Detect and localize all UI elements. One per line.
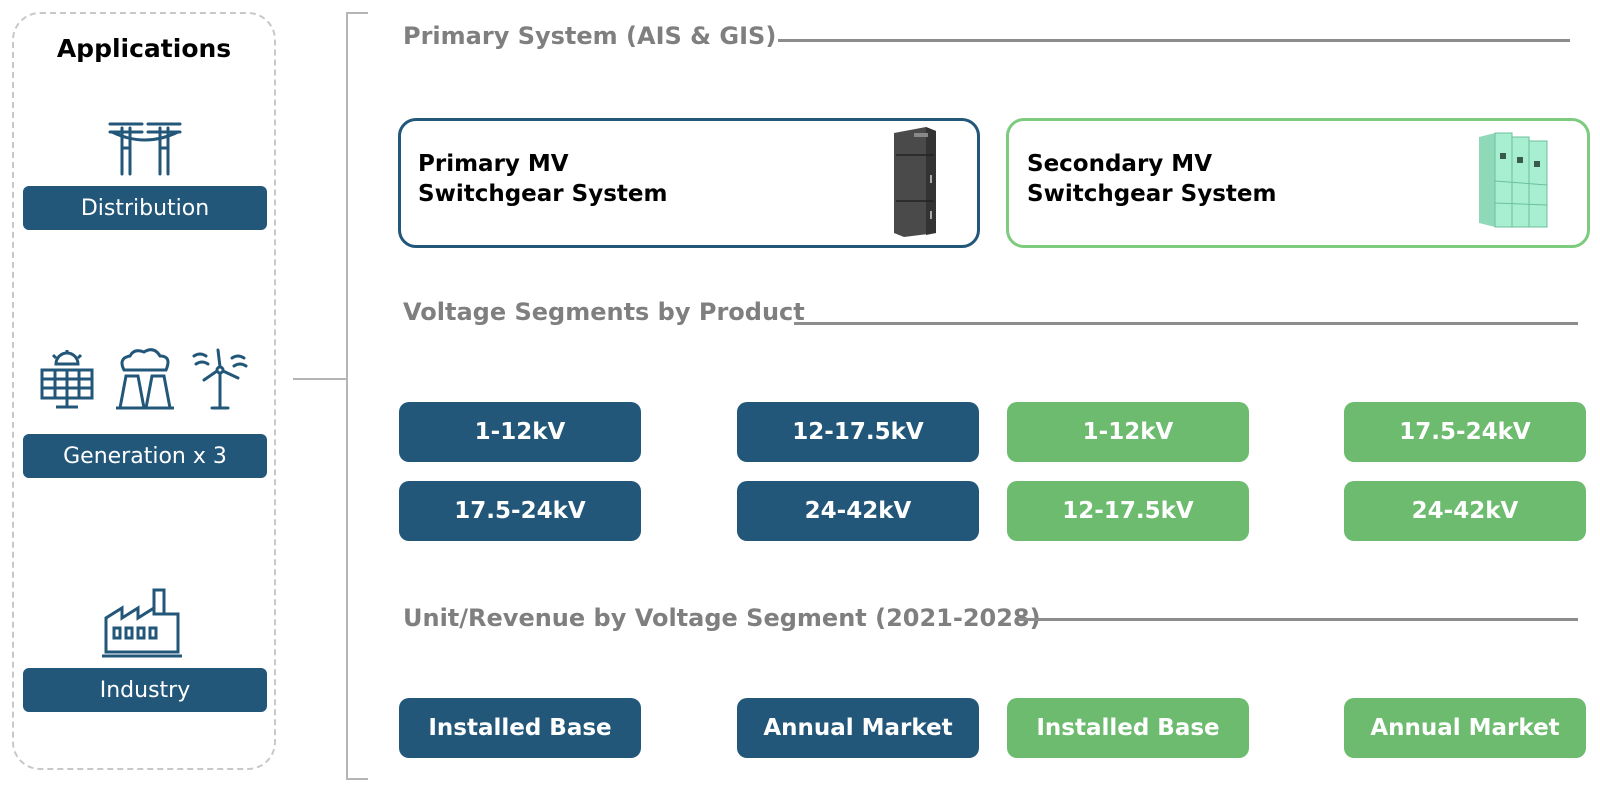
metric-pill-primary-annual-market: Annual Market xyxy=(737,698,979,758)
section-rule xyxy=(778,39,1570,42)
voltage-pill-primary: 1-12kV xyxy=(399,402,641,462)
voltage-pill-secondary: 17.5-24kV xyxy=(1344,402,1586,462)
generation-label: Generation x 3 xyxy=(23,434,267,478)
metric-pill-secondary-installed-base: Installed Base xyxy=(1007,698,1249,758)
switchgear-cabinet-icon xyxy=(888,125,942,239)
solar-panel-icon xyxy=(38,350,96,410)
factory-icon xyxy=(102,588,182,658)
primary-mv-switchgear-card: Primary MV Switchgear System xyxy=(398,118,980,248)
voltage-pill-secondary: 24-42kV xyxy=(1344,481,1586,541)
voltage-pill-secondary: 12-17.5kV xyxy=(1007,481,1249,541)
secondary-mv-switchgear-card: Secondary MV Switchgear System xyxy=(1006,118,1590,248)
bracket-line xyxy=(346,12,368,780)
section-rule xyxy=(1018,618,1578,621)
card-title-line1: Secondary MV xyxy=(1027,151,1212,177)
section-rule xyxy=(794,322,1578,325)
power-pylon-icon xyxy=(108,118,182,176)
voltage-pill-secondary: 1-12kV xyxy=(1007,402,1249,462)
voltage-pill-primary: 24-42kV xyxy=(737,481,979,541)
connector-line xyxy=(293,378,346,380)
wind-turbine-icon xyxy=(192,348,248,410)
voltage-pill-primary: 17.5-24kV xyxy=(399,481,641,541)
applications-title: Applications xyxy=(56,34,232,63)
section-title-voltage-segments: Voltage Segments by Product xyxy=(403,298,805,326)
distribution-label: Distribution xyxy=(23,186,267,230)
applications-panel xyxy=(12,12,276,770)
switchgear-panel-icon xyxy=(1475,127,1551,233)
power-plant-icon xyxy=(114,348,176,410)
card-title-line1: Primary MV xyxy=(418,151,569,177)
metric-pill-primary-installed-base: Installed Base xyxy=(399,698,641,758)
voltage-pill-primary: 12-17.5kV xyxy=(737,402,979,462)
card-title-line2: Switchgear System xyxy=(418,181,668,207)
card-title-line2: Switchgear System xyxy=(1027,181,1277,207)
section-title-unit-revenue: Unit/Revenue by Voltage Segment (2021-20… xyxy=(403,604,1041,632)
section-title-primary-system: Primary System (AIS & GIS) xyxy=(403,22,777,50)
industry-label: Industry xyxy=(23,668,267,712)
metric-pill-secondary-annual-market: Annual Market xyxy=(1344,698,1586,758)
